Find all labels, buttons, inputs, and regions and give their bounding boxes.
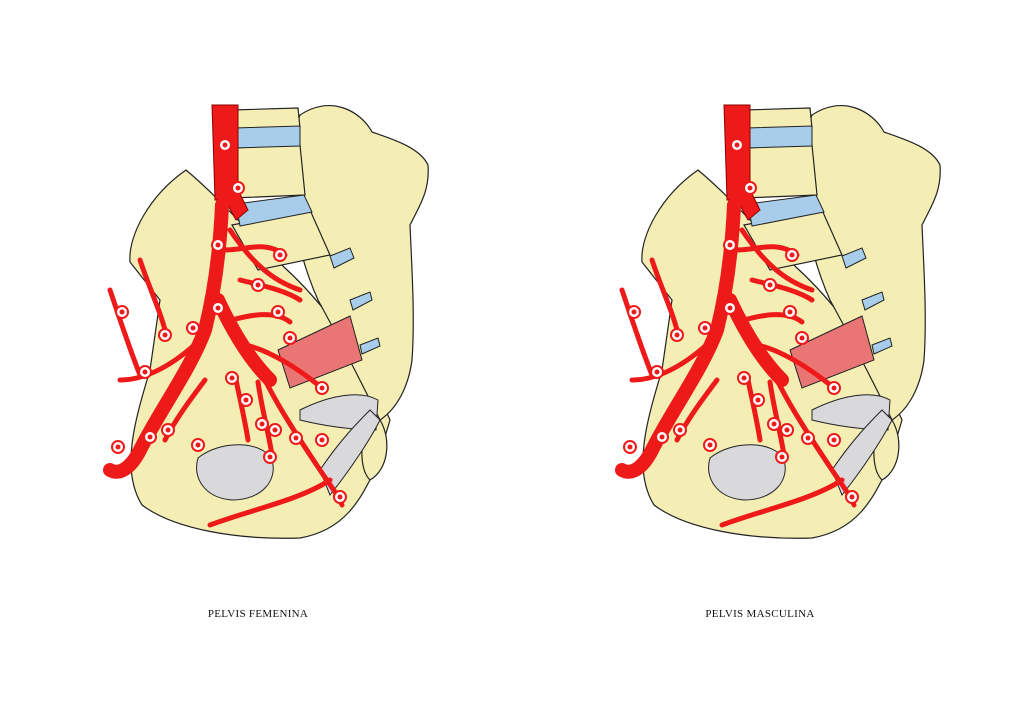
artery-marker-dot — [789, 252, 795, 258]
artery-marker-dot — [215, 305, 221, 311]
artery-marker-dot — [727, 305, 733, 311]
artery-marker-dot — [195, 442, 201, 448]
disc-1 — [745, 125, 813, 149]
male-pelvis-panel: PELVIS MASCULINA — [512, 0, 1024, 713]
artery-marker-dot — [147, 434, 153, 440]
artery-marker-dot — [631, 309, 637, 315]
disc-2 — [235, 194, 313, 227]
artery-marker-dot — [115, 444, 121, 450]
artery-marker-dot — [277, 252, 283, 258]
artery-marker-dot — [677, 427, 683, 433]
artery-marker-dot — [293, 435, 299, 441]
artery-marker-dot — [229, 375, 235, 381]
artery-marker-dot — [799, 335, 805, 341]
disc-2 — [747, 194, 825, 227]
artery-marker-dot — [741, 375, 747, 381]
artery-marker-dot — [162, 332, 168, 338]
artery-marker-dot — [165, 427, 171, 433]
artery-marker-dot — [767, 282, 773, 288]
artery-marker-dot — [727, 242, 733, 248]
lateral-sacral-artery — [237, 277, 303, 303]
sacrotuberous-ligament — [831, 409, 893, 496]
artery-marker-dot — [243, 397, 249, 403]
lateral-sacral-artery — [749, 277, 815, 303]
obturator-membrane — [708, 444, 786, 501]
artery-marker-dot — [831, 437, 837, 443]
disc-3 — [841, 247, 867, 269]
median-sacral-artery — [739, 227, 815, 293]
pudendal-branch — [719, 477, 845, 528]
artery-marker-dot — [272, 427, 278, 433]
artery-marker-dot — [222, 142, 228, 148]
epigastric-artery — [619, 287, 655, 378]
disc-4 — [861, 291, 885, 311]
disc-1 — [233, 125, 301, 149]
artery-marker-dot — [319, 385, 325, 391]
artery-marker-dot — [287, 335, 293, 341]
disc-3 — [329, 247, 355, 269]
artery-marker-dot — [734, 142, 740, 148]
artery-marker-dot — [805, 435, 811, 441]
female-pelvis-illustration — [103, 104, 429, 539]
disc-5 — [359, 337, 381, 355]
male-pelvis-illustration — [615, 104, 941, 539]
external-iliac-artery — [629, 332, 720, 383]
artery-marker-dot — [627, 444, 633, 450]
pudendal-branch — [207, 477, 333, 528]
artery-marker-dot — [142, 369, 148, 375]
artery-marker-dot — [831, 385, 837, 391]
caption-male: PELVIS MASCULINA — [705, 608, 815, 620]
artery-marker-dot — [787, 309, 793, 315]
disc-4 — [349, 291, 373, 311]
external-iliac-artery — [117, 332, 208, 383]
artery-marker-dot — [747, 185, 753, 191]
artery-marker-dot — [849, 494, 855, 500]
artery-marker-dot — [702, 325, 708, 331]
median-sacral-artery — [227, 227, 303, 293]
artery-marker-dot — [215, 242, 221, 248]
inferior-gluteal-artery — [242, 342, 325, 391]
artery-marker-dot — [267, 454, 273, 460]
obturator-membrane — [196, 444, 274, 501]
deep-circumflex-iliac-artery — [649, 257, 680, 333]
deep-circumflex-iliac-artery — [137, 257, 168, 333]
pelvis-bones — [129, 105, 429, 539]
artery-marker-dot — [190, 325, 196, 331]
abdominal-aorta — [723, 104, 761, 221]
female-pelvis-panel: PELVIS FEMENINA — [103, 104, 429, 620]
disc-5 — [871, 337, 893, 355]
common-iliac-artery — [615, 198, 741, 479]
artery-marker-dot — [337, 494, 343, 500]
artery-marker-dot — [275, 309, 281, 315]
artery-marker-dot — [255, 282, 261, 288]
artery-marker-dot — [779, 454, 785, 460]
artery-marker-dot — [674, 332, 680, 338]
artery-marker-dot — [755, 397, 761, 403]
superior-gluteal-artery — [741, 312, 805, 325]
artery-marker-dot — [784, 427, 790, 433]
artery-marker-dot — [119, 309, 125, 315]
intervertebral-discs — [745, 125, 893, 355]
inferior-gluteal-artery — [754, 342, 837, 391]
pelvis-bones — [641, 105, 941, 539]
artery-marker-dot — [654, 369, 660, 375]
superior-gluteal-artery — [229, 312, 293, 325]
sacrotuberous-ligament — [319, 409, 381, 496]
artery-markers — [623, 138, 859, 504]
artery-marker-dot — [235, 185, 241, 191]
artery-markers — [111, 138, 347, 504]
abdominal-aorta — [211, 104, 249, 221]
artery-marker-dot — [319, 437, 325, 443]
common-iliac-artery — [103, 198, 229, 479]
epigastric-artery — [107, 287, 143, 378]
artery-marker-dot — [259, 421, 265, 427]
artery-marker-dot — [707, 442, 713, 448]
intervertebral-discs — [233, 125, 381, 355]
artery-marker-dot — [771, 421, 777, 427]
caption-female: PELVIS FEMENINA — [207, 608, 309, 620]
artery-marker-dot — [659, 434, 665, 440]
